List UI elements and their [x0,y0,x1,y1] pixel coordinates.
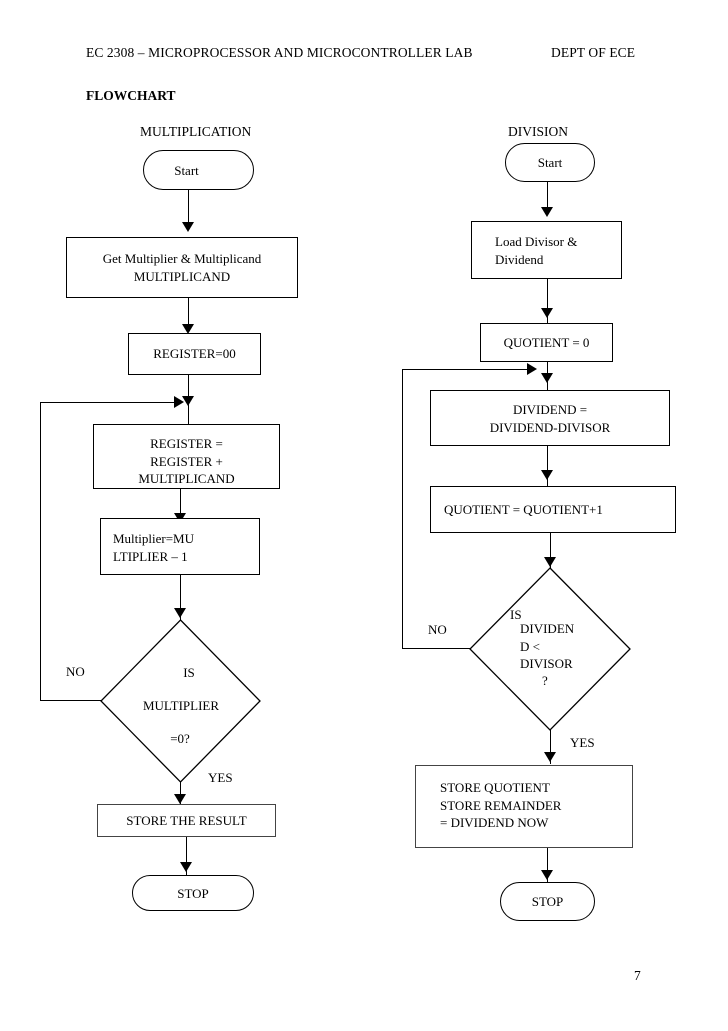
multiplication-accumulate-box: REGISTER = REGISTER + MULTIPLICAND [93,424,280,489]
multiplication-no-label: NO [66,664,85,679]
division-decision-diamond: IS DIVIDEN D < DIVISOR ? [469,567,631,731]
arrowhead-mul-3 [182,396,194,406]
division-subtract-box: DIVIDEND = DIVIDEND-DIVISOR [430,390,670,446]
division-load-box: Load Divisor & Dividend [471,221,622,279]
multiplication-get-operands-label: Get Multiplier & Multiplicand MULTIPLICA… [102,251,262,284]
multiplication-store-label: STORE THE RESULT [126,813,247,828]
arrowhead-mul-5 [174,608,186,618]
division-start-label: Start [537,155,563,170]
connector-mul-start-to-get [188,190,190,226]
division-decision-line3: ? [542,673,548,688]
division-store-label: STORE QUOTIENT STORE REMAINDER = DIVIDEN… [440,780,562,830]
arrowhead-div-no-loop [527,363,537,375]
division-quotient-init-box: QUOTIENT = 0 [480,323,613,362]
multiplication-register-init-box: REGISTER=00 [128,333,261,375]
division-start-terminal: Start [505,143,595,182]
division-decision-line2: DIVIDEN D < DIVISOR [520,621,575,671]
division-stop-label: STOP [531,894,564,909]
division-stop-terminal: STOP [500,882,595,921]
header-course-title: EC 2308 – MICROPROCESSOR AND MICROCONTRO… [86,45,473,60]
multiplication-start-terminal: Start [143,150,254,190]
section-heading-flowchart: FLOWCHART [86,88,176,103]
connector-div-increment-to-decision [550,533,552,573]
connector-div-subtract-to-increment [547,446,549,486]
division-no-label: NO [428,622,447,637]
division-increment-label: QUOTIENT = QUOTIENT+1 [444,502,603,517]
multiplication-get-operands-box: Get Multiplier & Multiplicand MULTIPLICA… [66,237,298,298]
arrowhead-div-6 [544,752,556,762]
multiplication-start-label: Start [174,163,199,178]
multiplication-column-title: MULTIPLICATION [140,124,252,139]
multiplication-decision-line2: MULTIPLIER [142,698,220,713]
division-load-label: Load Divisor & Dividend [495,234,578,267]
multiplication-decision-line1: IS [183,665,195,680]
connector-div-no-horizontal-top [402,369,535,371]
multiplication-accumulate-label: REGISTER = REGISTER + MULTIPLICAND [138,436,235,486]
division-decision-line1: IS [510,607,522,622]
connector-div-start-to-load [547,182,549,215]
page-number: 7 [634,968,641,983]
connector-div-load-to-quotient [547,279,549,323]
multiplication-stop-label: STOP [177,886,209,901]
arrowhead-div-5 [544,557,556,567]
division-store-box: STORE QUOTIENT STORE REMAINDER = DIVIDEN… [415,765,633,848]
arrowhead-div-7 [541,870,553,880]
arrowhead-mul-6 [174,794,186,804]
division-column-title: DIVISION [508,124,568,139]
multiplication-stop-terminal: STOP [132,875,254,911]
multiplication-store-box: STORE THE RESULT [97,804,276,837]
connector-div-no-vertical [402,369,404,649]
multiplication-decision-diamond: IS MULTIPLIER =0? [100,619,261,783]
division-subtract-label: DIVIDEND = DIVIDEND-DIVISOR [489,402,611,435]
arrowhead-mul-no-loop [174,396,184,408]
connector-mul-decrement-to-decision [180,575,182,621]
connector-div-store-to-stop [547,848,549,882]
arrowhead-mul-2 [182,324,194,334]
arrowhead-div-4 [541,470,553,480]
connector-mul-get-to-register [188,298,190,331]
connector-mul-no-vertical [40,402,42,701]
connector-div-no-horizontal-bottom [402,648,472,650]
arrowhead-mul-1 [182,222,194,232]
arrowhead-div-3 [541,373,553,383]
arrowhead-div-1 [541,207,553,217]
connector-mul-no-horizontal-top [40,402,182,404]
multiplication-yes-label: YES [208,770,233,785]
connector-mul-no-horizontal-bottom [40,700,102,702]
connector-div-decision-to-store [550,730,552,764]
connector-mul-accumulate-to-decrement [180,489,182,520]
arrowhead-mul-7 [180,862,192,872]
division-increment-box: QUOTIENT = QUOTIENT+1 [430,486,676,533]
arrowhead-div-2 [541,308,553,318]
division-yes-label: YES [570,735,595,750]
multiplication-register-init-label: REGISTER=00 [153,346,236,361]
multiplication-decrement-box: Multiplier=MU LTIPLIER – 1 [100,518,260,575]
multiplication-decision-line3: =0? [170,731,190,746]
division-quotient-init-label: QUOTIENT = 0 [503,335,590,350]
header-department: DEPT OF ECE [551,45,636,60]
connector-mul-store-to-stop [186,837,188,875]
multiplication-decrement-label: Multiplier=MU LTIPLIER – 1 [113,531,194,564]
